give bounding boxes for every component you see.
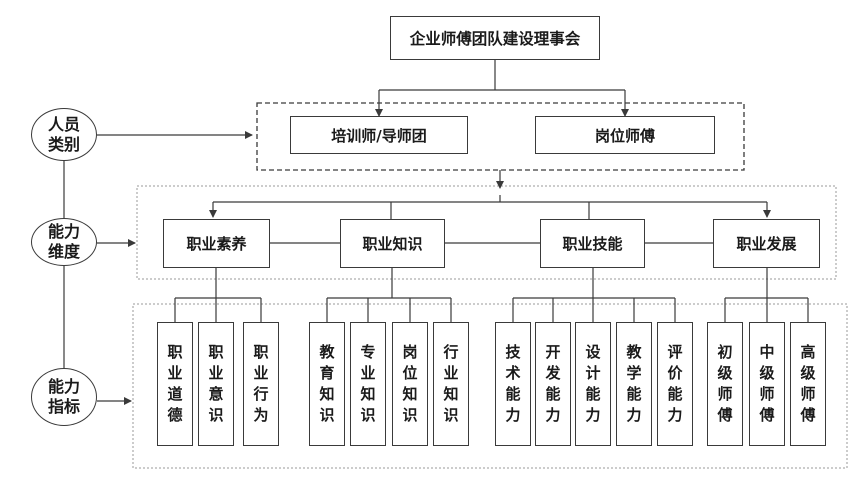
indicator-evaluation-ability: 评价能力 [657, 322, 693, 446]
indicator-senior-mentor: 高级师傅 [790, 322, 826, 446]
council-title-box: 企业师傅团队建设理事会 [390, 16, 600, 60]
trainer-mentor-group-box: 培训师/导师团 [290, 116, 468, 154]
post-mentor-box: 岗位师傅 [535, 116, 715, 154]
ability-dimension-label: 能力维度 [31, 218, 97, 266]
dimension-professional-quality: 职业素养 [163, 219, 270, 268]
dimension-professional-knowledge: 职业知识 [340, 219, 445, 268]
indicator-post-knowledge: 岗位知识 [392, 322, 428, 446]
indicator-industry-knowledge: 行业知识 [433, 322, 469, 446]
dimension-group-frame [136, 185, 837, 280]
personnel-category-label: 人员类别 [31, 108, 97, 161]
indicator-intermediate-mentor: 中级师傅 [749, 322, 785, 446]
indicator-technical-ability: 技术能力 [495, 322, 531, 446]
indicator-teaching-ability: 教学能力 [616, 322, 652, 446]
ability-indicator-label: 能力指标 [31, 368, 97, 426]
dimension-professional-development: 职业发展 [713, 219, 820, 268]
indicator-group-frame [132, 303, 848, 469]
indicator-education-knowledge: 教育知识 [309, 322, 345, 446]
dimension-professional-skills: 职业技能 [540, 219, 645, 268]
indicator-professional-ethics: 职业道德 [157, 322, 193, 446]
indicator-professional-behavior: 职业行为 [243, 322, 279, 446]
personnel-group-frame [256, 102, 745, 171]
indicator-junior-mentor: 初级师傅 [707, 322, 743, 446]
indicator-design-ability: 设计能力 [575, 322, 611, 446]
indicator-professional-awareness: 职业意识 [198, 322, 234, 446]
indicator-specialty-knowledge: 专业知识 [350, 322, 386, 446]
indicator-development-ability: 开发能力 [535, 322, 571, 446]
